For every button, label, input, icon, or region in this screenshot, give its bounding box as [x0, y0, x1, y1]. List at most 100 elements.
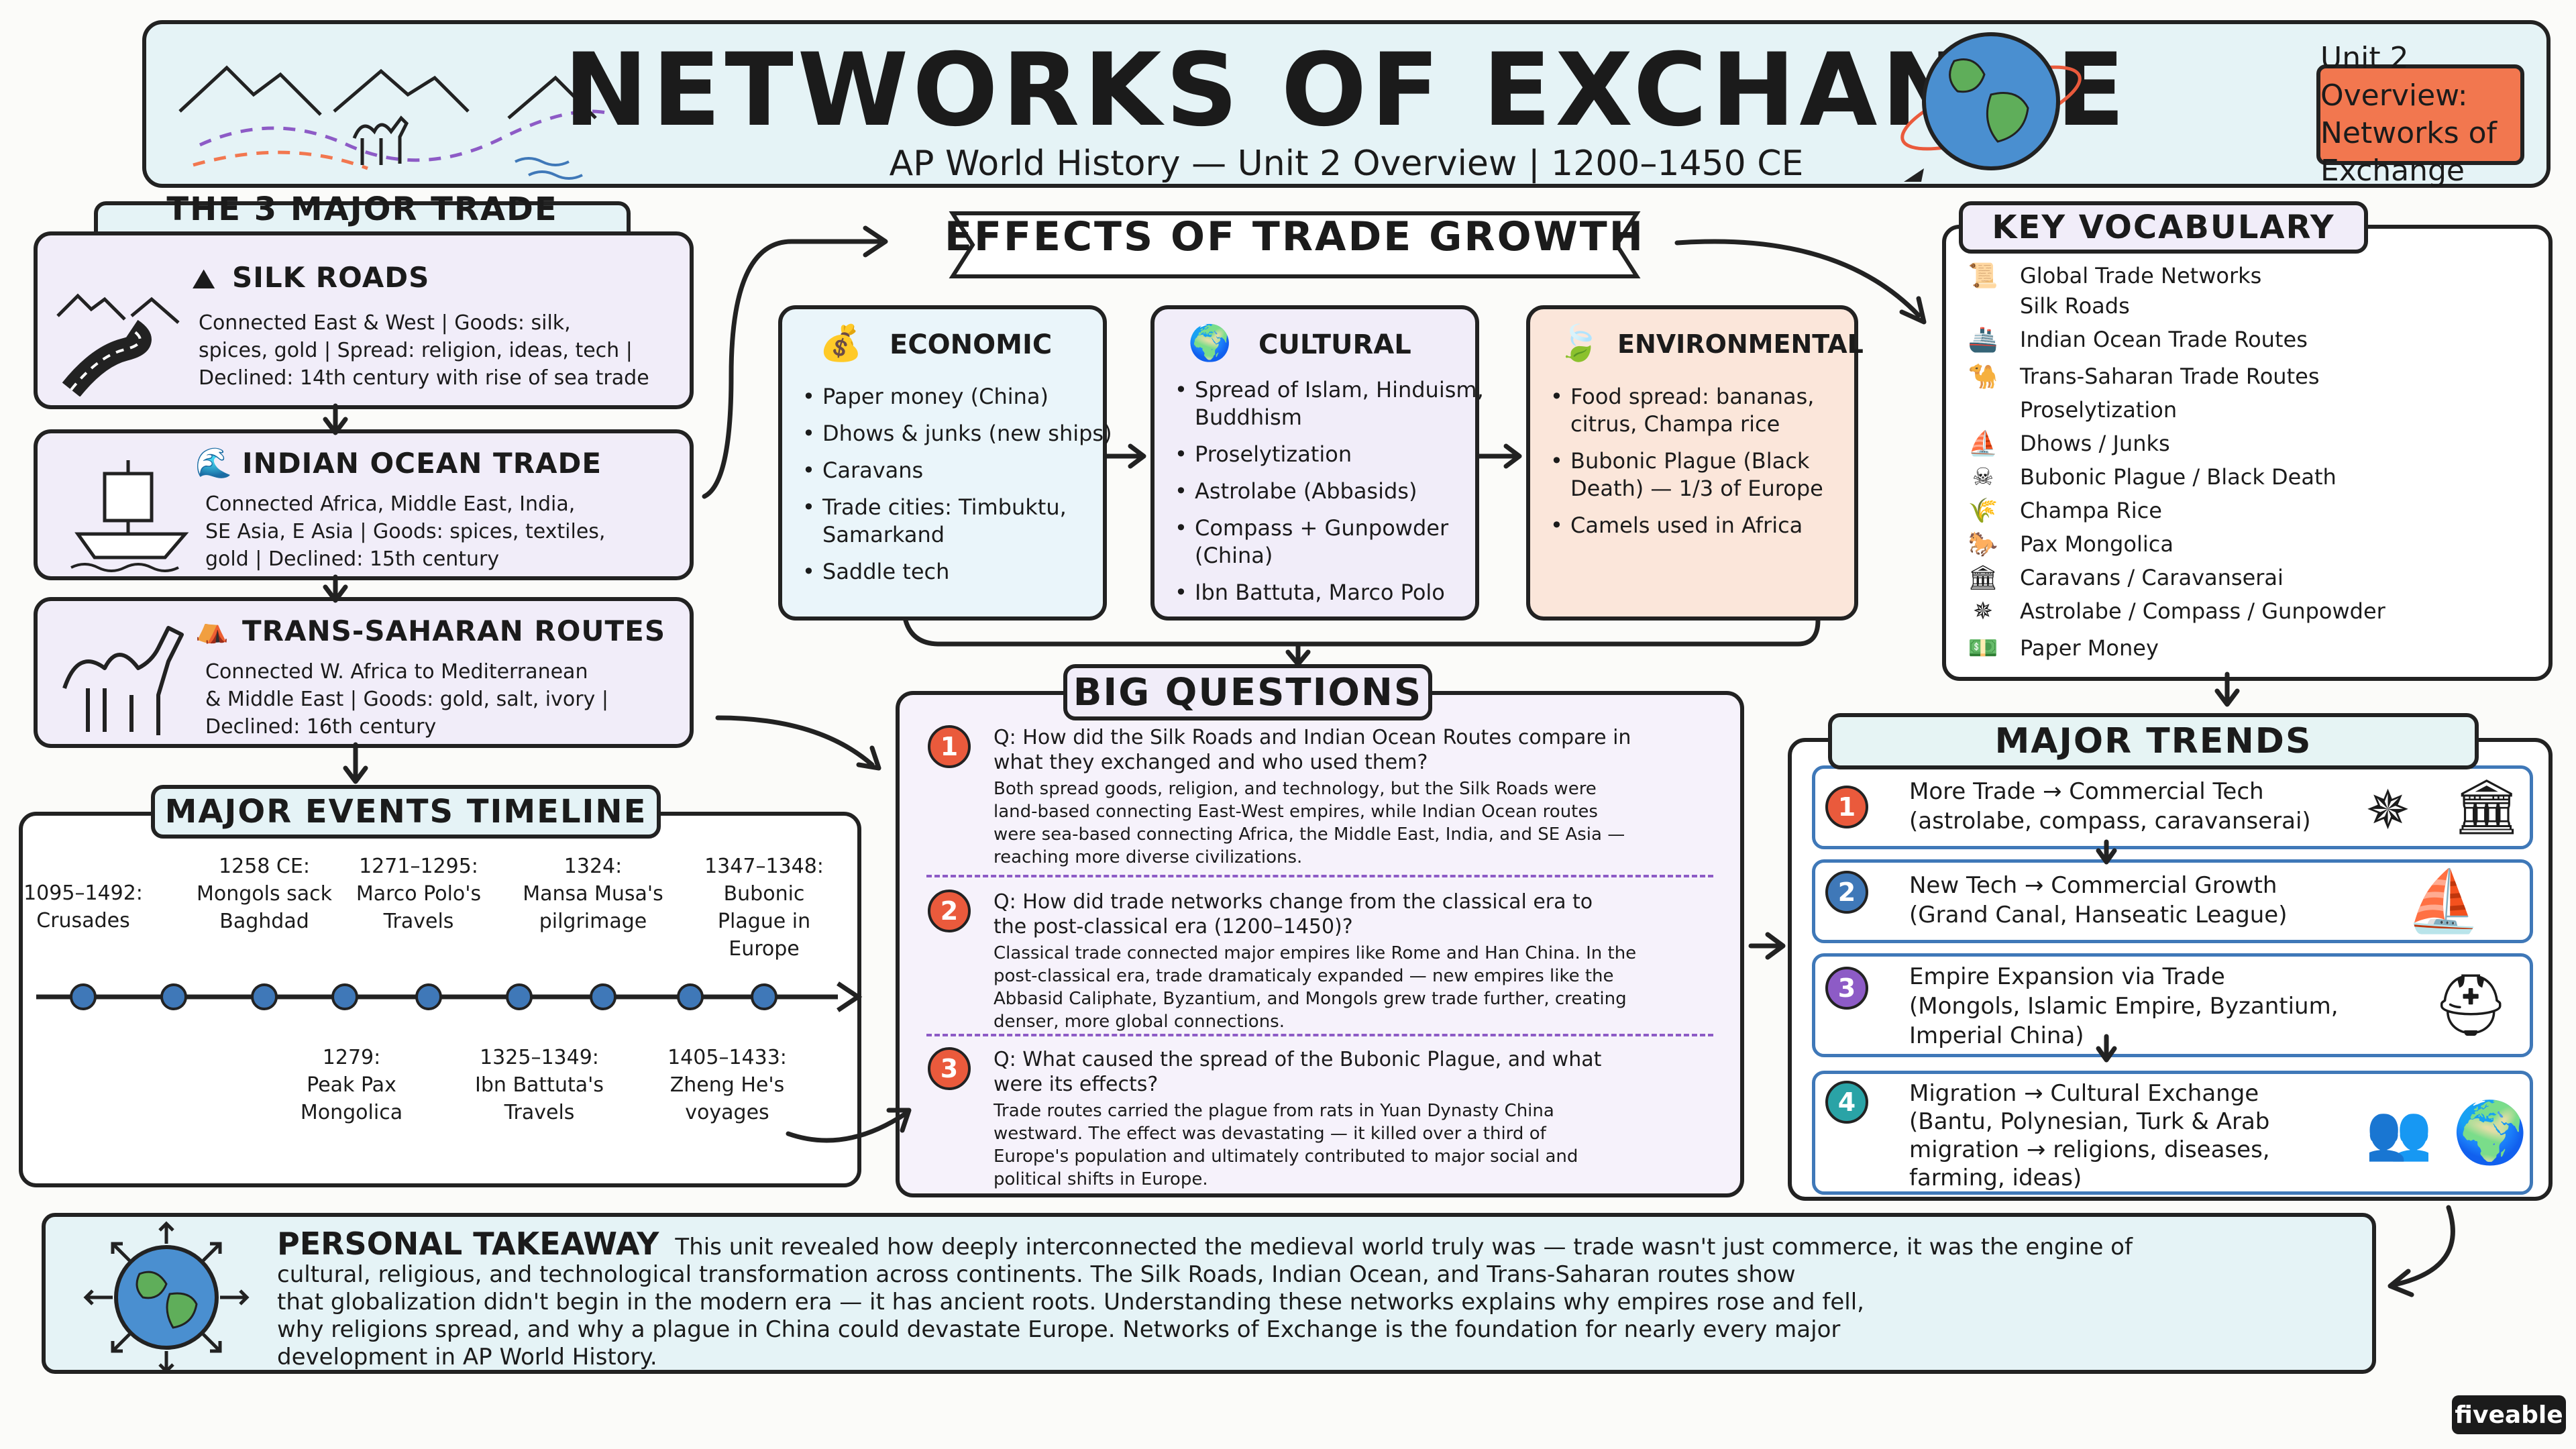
- timeline-heading-text: MAJOR EVENTS TIMELINE: [164, 793, 647, 830]
- page-title: NETWORKS OF EXCHANGE: [564, 32, 2129, 149]
- banknote-icon: 💵: [1968, 635, 1998, 662]
- vocab-item: ✵Astrolabe / Compass / Gunpowder: [1946, 594, 2548, 628]
- tl-text: Mongols sack Baghdad: [196, 882, 333, 933]
- money-bag-icon: 💰: [819, 323, 863, 364]
- tl-date: 1325–1349:: [480, 1046, 599, 1069]
- vocab-item: 💵Paper Money: [1946, 631, 2548, 665]
- unit-overview-tag: Unit 2 Overview: Networks of Exchange: [2316, 41, 2524, 188]
- tl-text: Ibn Battuta's Travels: [475, 1073, 604, 1124]
- timeline-axis: [36, 981, 863, 1012]
- header-banner: NETWORKS OF EXCHANGE AP World History — …: [142, 20, 2551, 188]
- trend-item-3: 3 Empire Expansion via Trade (Mongols, I…: [1812, 953, 2533, 1057]
- vocab-item-text: Global Trade Networks: [2020, 263, 2262, 288]
- vocab-heading: KEY VOCABULARY: [1959, 201, 2368, 254]
- indian-ocean-line-1: Connected Africa, Middle East, India,: [205, 492, 576, 516]
- answer-line: land-based connecting East-West empires,…: [994, 802, 1598, 822]
- timeline-heading: MAJOR EVENTS TIMELINE: [151, 785, 661, 839]
- question-text: what they exchanged and who used them?: [994, 751, 1428, 774]
- vocab-item: ☠Bubonic Plague / Black Death: [1946, 460, 2548, 494]
- cultural-item: Ibn Battuta, Marco Polo: [1175, 579, 1490, 606]
- silk-roads-line-2: spices, gold | Spread: religion, ideas, …: [199, 339, 633, 362]
- vocab-item-text: Pax Mongolica: [2020, 531, 2174, 557]
- question-divider: [926, 875, 1713, 877]
- effects-banner-shape: [949, 211, 1641, 278]
- warrior-helmet-icon: ⛑: [2432, 970, 2510, 1040]
- answer-line: denser, more global connections.: [994, 1012, 1285, 1032]
- trans-saharan-line-1: Connected W. Africa to Mediterranean: [205, 660, 588, 684]
- trans-saharan-line-3: Declined: 16th century: [205, 715, 437, 739]
- cultural-item: Astrolabe (Abbasids): [1175, 478, 1490, 505]
- trend-number-badge: 1: [1825, 786, 1868, 828]
- tl-text: Peak Pax Mongolica: [300, 1073, 403, 1124]
- trend-number-badge: 4: [1825, 1081, 1868, 1124]
- trend-item-1: 1 More Trade → Commercial Tech (astrolab…: [1812, 765, 2533, 849]
- tl-text: Marco Polo's Travels: [356, 882, 482, 933]
- answer-line: post-classical era, trade dramaticaly ex…: [994, 966, 1614, 986]
- environmental-card: 🍃 ENVIRONMENTAL Food spread: bananas, ci…: [1526, 305, 1864, 621]
- vocab-item-text: Indian Ocean Trade Routes: [2020, 327, 2308, 352]
- vocab-item-text: Proselytization: [2020, 397, 2178, 423]
- tl-text: Mansa Musa's pilgrimage: [523, 882, 663, 933]
- timeline-dot: [415, 983, 442, 1010]
- people-icon: 👥: [2365, 1101, 2432, 1163]
- takeaway-line: why religions spread, and why a plague i…: [277, 1316, 1841, 1343]
- silk-roads-title: SILK ROADS: [232, 261, 430, 294]
- globe-arrows-icon: [83, 1221, 250, 1374]
- timeline-dot: [506, 983, 533, 1010]
- tl-text: Crusades: [36, 909, 130, 932]
- tl-above-3: 1324: Mansa Musa's pilgrimage: [519, 853, 667, 935]
- cultural-card: 🌍 CULTURAL Spread of Islam, Hinduism, Bu…: [1150, 305, 1484, 621]
- answer-line: Trade routes carried the plague from rat…: [994, 1101, 1554, 1121]
- economic-card: 💰 ECONOMIC Paper money (China) Dhows & j…: [778, 305, 1112, 621]
- vocab-item: Proselytization: [1946, 393, 2548, 427]
- page-subtitle: AP World History — Unit 2 Overview | 120…: [889, 144, 1804, 184]
- timeline-dot: [751, 983, 777, 1010]
- trend-line: (Mongols, Islamic Empire, Byzantium,: [1909, 993, 2339, 1020]
- person-small-icon: ⛺: [195, 614, 229, 645]
- takeaway-heading: PERSONAL TAKEAWAY: [277, 1226, 659, 1262]
- vocab-item: 🐪Trans-Saharan Trade Routes: [1946, 360, 2548, 393]
- answer-line: westward. The effect was devastating — i…: [994, 1124, 1546, 1144]
- timeline-dot: [251, 983, 278, 1010]
- economic-title: ECONOMIC: [890, 329, 1053, 360]
- effects-heading: EFFECTS OF TRADE GROWTH: [945, 213, 1645, 260]
- globe-icon: [1900, 32, 2082, 182]
- scroll-icon: 📜: [1968, 262, 1998, 290]
- trend-item-4: 4 Migration → Cultural Exchange (Bantu, …: [1812, 1071, 2533, 1195]
- answer-line: Classical trade connected major empires …: [994, 943, 1637, 963]
- trend-line: (Grand Canal, Hanseatic League): [1909, 902, 2288, 928]
- answer-line: political shifts in Europe.: [994, 1169, 1208, 1189]
- question-text: Q: What caused the spread of the Bubonic…: [994, 1048, 1602, 1071]
- question-text: were its effects?: [994, 1073, 1159, 1096]
- trends-card: 1 More Trade → Commercial Tech (astrolab…: [1788, 738, 2553, 1201]
- question-number-badge: 3: [928, 1047, 971, 1090]
- environmental-item: Food spread: bananas, citrus, Champa ric…: [1550, 383, 1872, 438]
- globe-small-icon: 🌍: [2453, 1097, 2528, 1168]
- vocab-item: 🐎Pax Mongolica: [1946, 527, 2548, 561]
- boat-icon: 🚢: [1968, 326, 1998, 354]
- trans-saharan-card: ⛺ TRANS-SAHARAN ROUTES Connected W. Afri…: [34, 597, 694, 748]
- vocab-item: 🚢 Indian Ocean Trade Routes: [1946, 323, 2548, 356]
- indian-ocean-line-2: SE Asia, E Asia | Goods: spices, textile…: [205, 520, 606, 543]
- trends-heading: MAJOR TRENDS: [1828, 713, 2479, 769]
- answer-line: Abbasid Caliphate, Byzantium, and Mongol…: [994, 989, 1627, 1009]
- tl-below-0: 1279: Peak Pax Mongolica: [278, 1044, 425, 1126]
- question-text: Q: How did trade networks change from th…: [994, 890, 1593, 914]
- vocab-item-text: Dhows / Junks: [2020, 431, 2170, 456]
- question-text: the post-classical era (1200–1450)?: [994, 915, 1353, 938]
- economic-item: Caravans: [802, 457, 1118, 484]
- tl-date: 1279:: [322, 1046, 381, 1069]
- economic-item: Saddle tech: [802, 558, 1118, 586]
- trend-line: More Trade → Commercial Tech: [1909, 778, 2264, 805]
- mountain-camel-illustration: [178, 65, 624, 180]
- tl-above-2: 1271–1295: Marco Polo's Travels: [352, 853, 486, 935]
- trend-line: New Tech → Commercial Growth: [1909, 872, 2277, 899]
- wave-icon: 🌊: [195, 446, 232, 480]
- sailboat-icon: ⛵: [1968, 430, 1998, 458]
- camel-small-icon: 🐪: [1968, 363, 1998, 390]
- tl-text: Zheng He's voyages: [669, 1073, 785, 1124]
- cultural-item: Proselytization: [1175, 441, 1490, 468]
- question-text: Q: How did the Silk Roads and Indian Oce…: [994, 726, 1631, 749]
- globe-small-icon: 🌍: [1188, 323, 1232, 364]
